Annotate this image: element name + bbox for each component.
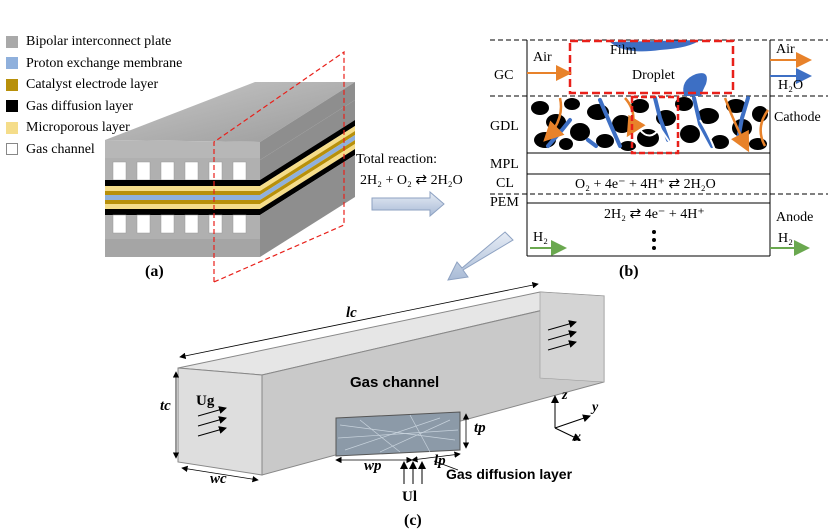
axis-z-label: z <box>562 388 568 403</box>
gdl-region-box <box>630 95 680 155</box>
channel-front-end <box>177 367 263 476</box>
panel-b-label: (b) <box>619 263 639 280</box>
cathode-label: Cathode <box>774 110 821 125</box>
lp-label: lp <box>434 453 446 469</box>
upper-side <box>260 100 355 180</box>
legend-item: Gas channel <box>6 139 182 161</box>
air-in-label: Air <box>533 50 552 65</box>
swatch-plate <box>6 35 18 48</box>
tp-label: tp <box>474 420 486 436</box>
total-reaction-equation: 2H₂ + O₂ ⇄ 2H₂O <box>360 173 463 188</box>
upper-channels <box>112 161 247 181</box>
inflow-arrows-ul <box>400 461 426 484</box>
axis-x-label: x <box>574 430 581 445</box>
water-film <box>610 40 700 52</box>
h2-out-label: H₂ <box>778 231 793 246</box>
arrow-a-to-b <box>371 190 445 218</box>
swatch-channel <box>6 143 18 156</box>
legend-item: Proton exchange membrane <box>6 53 182 75</box>
gas-diffusion-layer-label: Gas diffusion layer <box>446 466 573 482</box>
water-paths <box>546 96 750 148</box>
outflow-arrows <box>547 320 577 351</box>
wc-label: wc <box>210 471 227 487</box>
inflow-arrows-ug <box>197 406 227 437</box>
legend: Bipolar interconnect plate Proton exchan… <box>6 31 182 160</box>
channel-back-end <box>539 291 605 383</box>
gc-label: GC <box>494 68 514 83</box>
gdl-label: GDL <box>490 119 519 134</box>
anode-reaction: 2H₂ ⇄ 4e⁻ + 4H⁺ <box>604 207 705 222</box>
anode-label: Anode <box>776 210 814 225</box>
ug-label: Ug <box>196 393 215 409</box>
legend-item: Bipolar interconnect plate <box>6 31 182 53</box>
droplet-label: Droplet <box>632 68 675 83</box>
panel-a-label: (a) <box>145 263 164 280</box>
axis-y-label: y <box>592 400 599 415</box>
film-label: Film <box>610 43 637 58</box>
air-out-label: Air <box>776 42 795 57</box>
top-plate-front <box>105 140 260 160</box>
coordinate-axes <box>551 395 591 441</box>
panel-c-label: (c) <box>404 512 422 529</box>
water-droplet <box>683 73 707 96</box>
legend-item: Catalyst electrode layer <box>6 74 182 96</box>
gdl-fibers <box>337 414 459 453</box>
mpl-label: MPL <box>490 157 519 172</box>
legend-item: Gas diffusion layer <box>6 96 182 118</box>
top-plate-side <box>260 82 355 160</box>
h2-in-label: H₂ <box>533 230 548 245</box>
swatch-pem <box>6 57 18 70</box>
tc-label: tc <box>160 398 171 414</box>
arrow-b-to-c <box>447 231 514 281</box>
ul-label: Ul <box>402 489 417 505</box>
air-paths <box>543 97 770 153</box>
swatch-gdl <box>6 100 18 113</box>
fuel-cell-stack <box>105 50 355 283</box>
total-reaction-title: Total reaction: <box>356 152 438 167</box>
section-plane <box>213 50 345 283</box>
cross-section <box>490 39 828 257</box>
wp-label: wp <box>364 458 382 474</box>
lc-label: lc <box>346 305 357 321</box>
top-plate-surface <box>105 82 355 142</box>
legend-item: Microporous layer <box>6 117 182 139</box>
gas-channel-label: Gas channel <box>350 374 440 391</box>
pem-label: PEM <box>490 195 519 210</box>
channel-geometry <box>172 281 605 484</box>
cl-label: CL <box>496 176 514 191</box>
h2o-label: H₂O <box>778 78 804 93</box>
swatch-mpl <box>6 121 18 134</box>
cathode-reaction: O₂ + 4e⁻ + 4H⁺ ⇄ 2H₂O <box>575 177 716 192</box>
ellipsis-dots <box>652 230 656 250</box>
swatch-catalyst <box>6 78 18 91</box>
lower-channels <box>112 214 247 234</box>
